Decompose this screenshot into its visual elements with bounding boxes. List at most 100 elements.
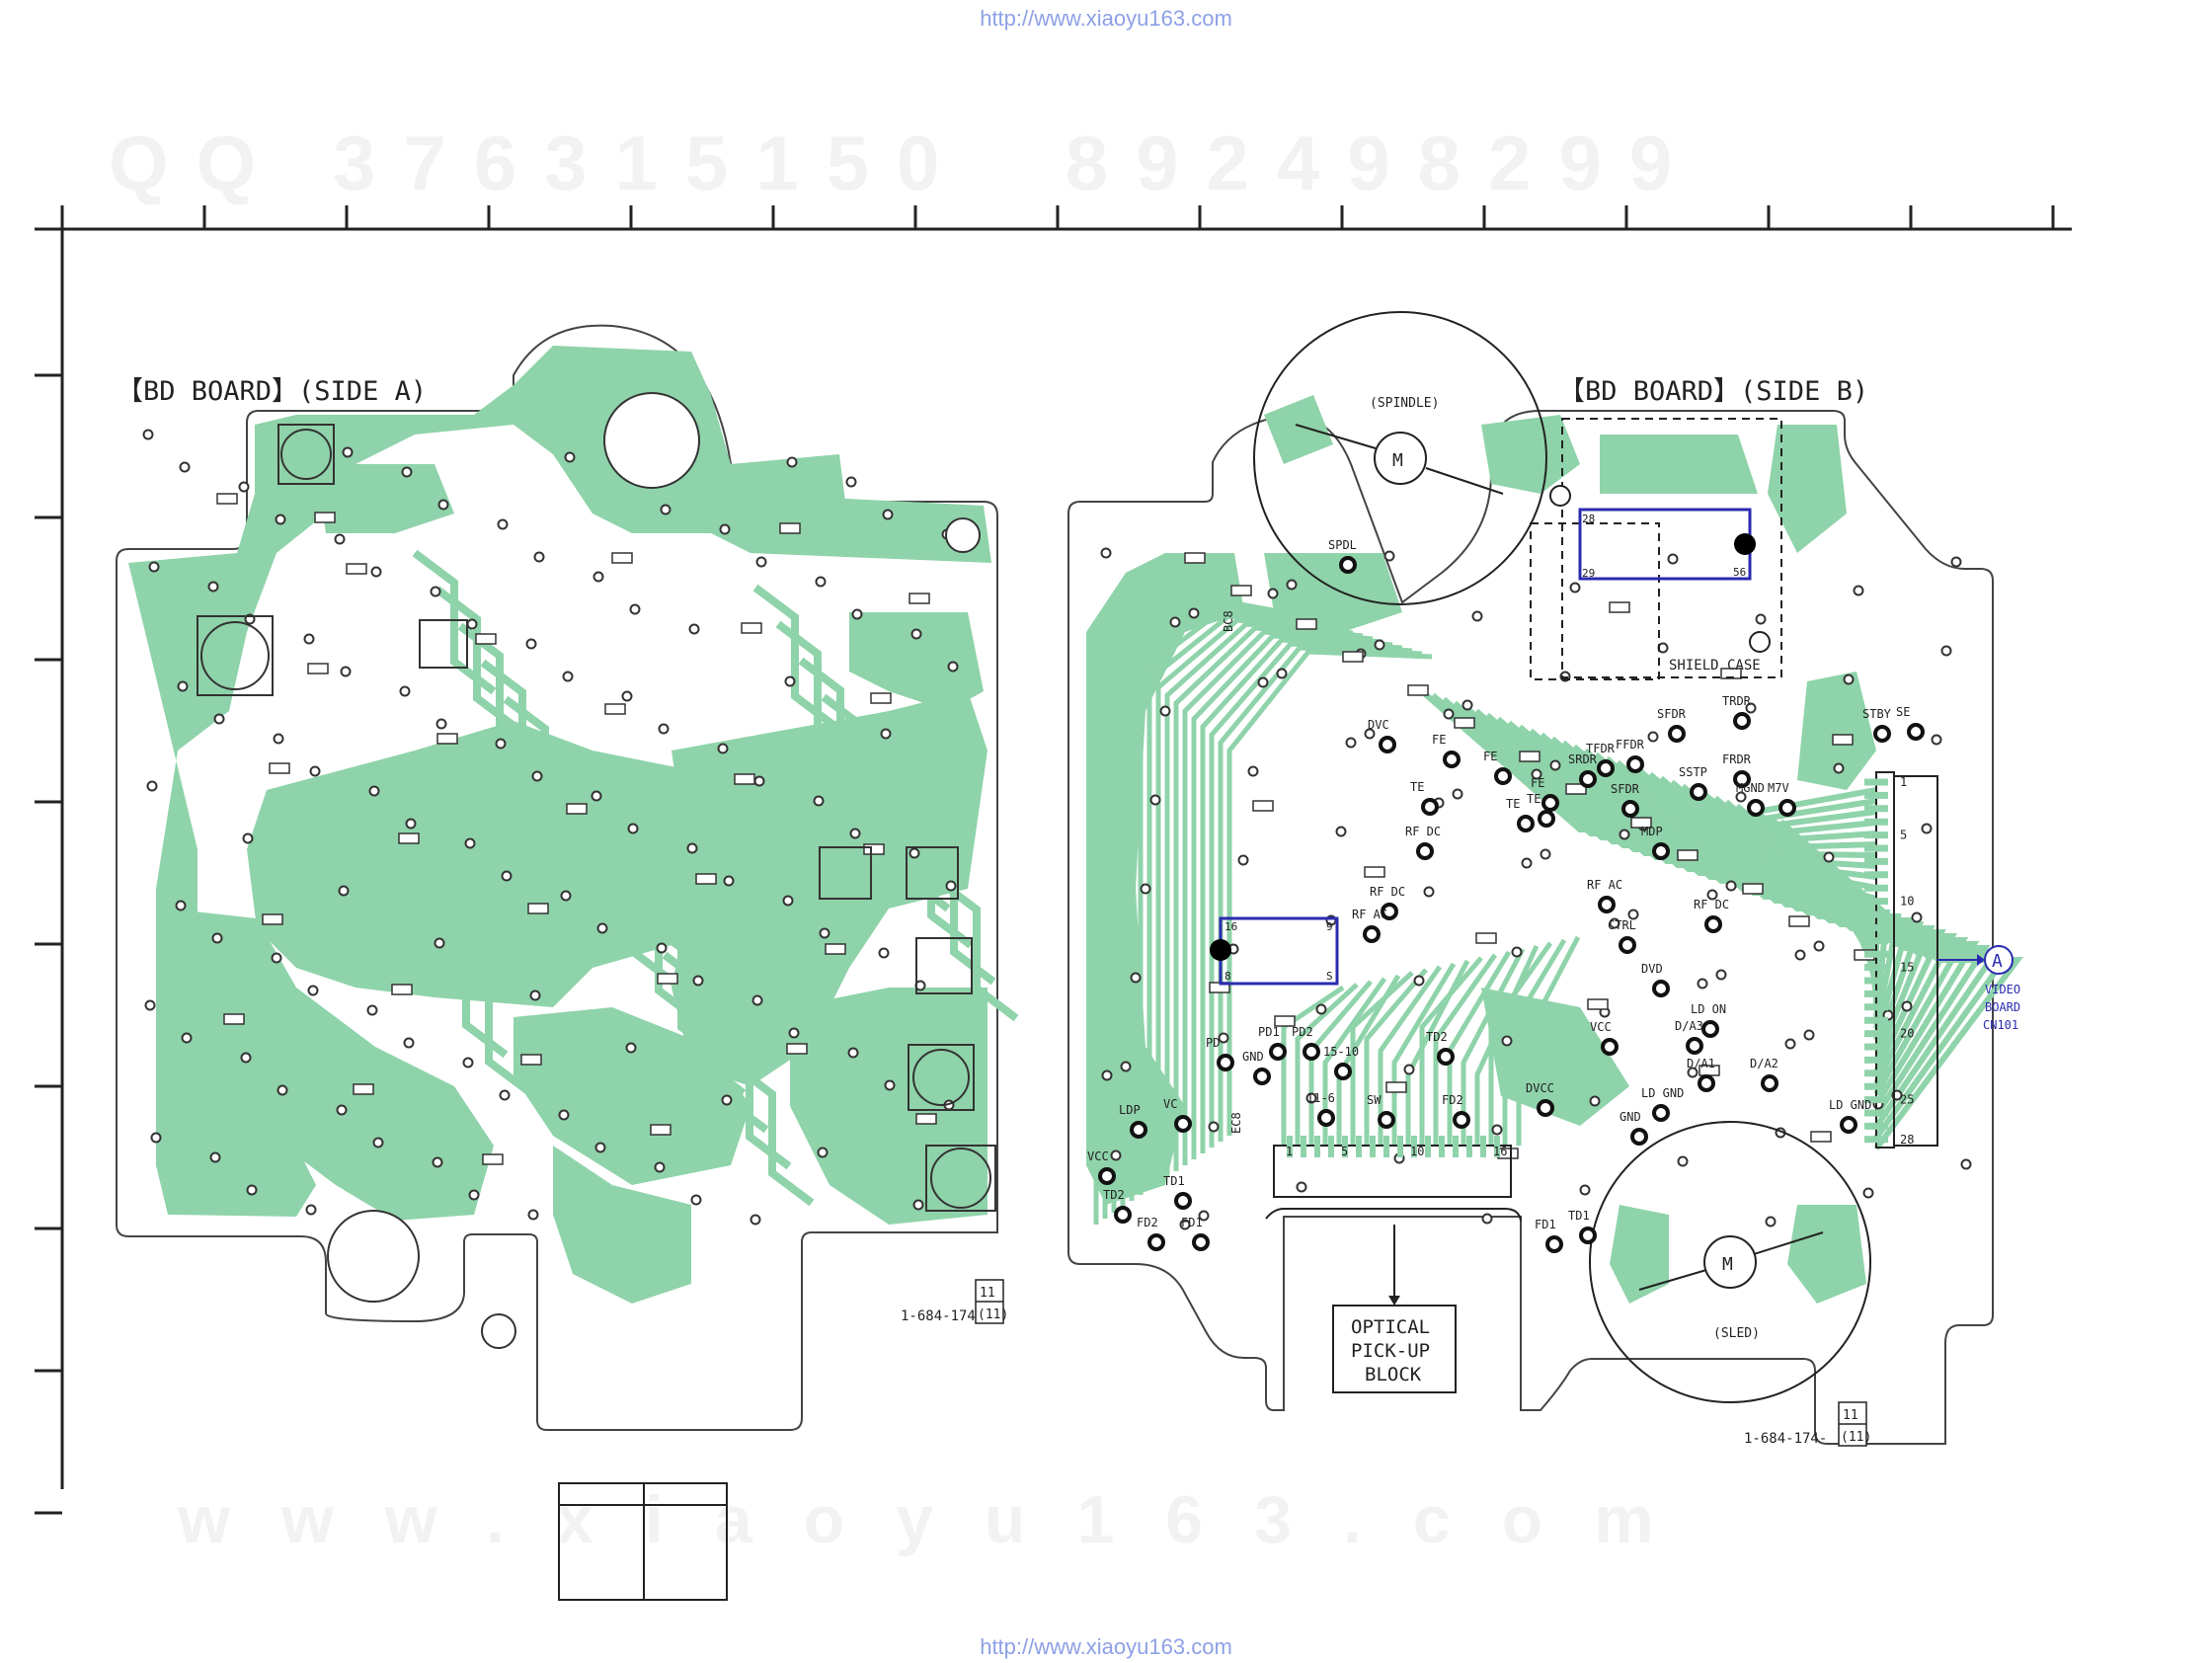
test-point-label: GND xyxy=(1620,1110,1641,1124)
test-point-label: FE xyxy=(1483,750,1497,763)
connector-ref-line-3: CN101 xyxy=(1983,1018,2018,1032)
connector-cn xyxy=(1875,771,1895,1148)
watermark-site: www.xiaoyu163.com xyxy=(178,1482,1705,1557)
test-point-label: RF AC xyxy=(1587,878,1622,892)
connector-pin-label: 25 xyxy=(1900,1093,1914,1107)
test-point-pad xyxy=(1686,1037,1703,1055)
test-point-pad xyxy=(1443,751,1461,768)
test-point-pad xyxy=(1334,1063,1352,1080)
test-point-pad xyxy=(1621,800,1639,818)
side-b-rev-bottom: (11) xyxy=(1841,1430,1871,1445)
test-point-pad xyxy=(1598,896,1616,913)
test-point-label: FD1 xyxy=(1535,1218,1556,1231)
test-point-label: PD2 xyxy=(1292,1025,1313,1039)
test-point-label: SW xyxy=(1367,1093,1382,1107)
side-a-part-no: 1-684-174- xyxy=(901,1308,984,1324)
ic-pin-28: 28 xyxy=(1582,513,1595,525)
test-point-label: LD GND xyxy=(1829,1098,1871,1112)
test-point-label: FE xyxy=(1432,733,1446,747)
test-point-label: RF DC xyxy=(1694,898,1729,911)
optical-line-1: OPTICAL xyxy=(1351,1316,1430,1338)
flex-pin-label: 1 xyxy=(1286,1145,1293,1158)
test-point-pad xyxy=(1630,1128,1648,1146)
vertical-label-bc8: BC8 xyxy=(1222,610,1235,632)
side-b-title: 【BD BOARD】(SIDE B) xyxy=(1558,376,1868,407)
test-point-label: VCC xyxy=(1590,1020,1612,1034)
test-point-label: PD xyxy=(1206,1036,1220,1050)
legend-table xyxy=(558,1482,728,1601)
flex-pin-label: 16 xyxy=(1493,1145,1507,1158)
test-point-label: STBY xyxy=(1862,707,1892,721)
test-point-pad xyxy=(1704,915,1722,933)
test-point-pad xyxy=(1379,736,1396,753)
test-point-pad xyxy=(1494,767,1512,785)
test-point-pad xyxy=(1437,1048,1455,1066)
test-point-pad xyxy=(1253,1068,1271,1085)
test-point-pad xyxy=(1517,815,1535,832)
test-point-label: FFDR xyxy=(1616,738,1645,752)
test-point-label: SFDR xyxy=(1611,782,1640,796)
test-point-pad xyxy=(1303,1043,1320,1061)
connector-pin-label: 5 xyxy=(1900,829,1907,842)
test-point-label: RF DC xyxy=(1405,825,1441,838)
test-point-label: SE xyxy=(1896,705,1910,719)
test-point-pad xyxy=(1453,1111,1470,1129)
test-point-pad xyxy=(1652,980,1670,997)
test-point-pad xyxy=(1538,810,1555,828)
optical-pickup-box xyxy=(1332,1305,1457,1393)
test-point-pad xyxy=(1733,712,1751,730)
side-a-rev-top: 11 xyxy=(980,1286,995,1301)
test-point-pad xyxy=(1619,936,1636,954)
test-point-label: FD1 xyxy=(1181,1216,1203,1229)
test-point-pad xyxy=(1174,1192,1192,1210)
test-point-pad xyxy=(1192,1233,1210,1251)
sled-motor-outline xyxy=(1589,1121,1871,1403)
test-point-label: RF DC xyxy=(1370,885,1405,899)
spindle-motor-symbol: M xyxy=(1392,450,1403,471)
ic-pin-29: 29 xyxy=(1582,567,1595,580)
flex-pin-label: 10 xyxy=(1410,1145,1424,1158)
spindle-motor-outline xyxy=(1253,311,1547,605)
test-point-label: TRDR xyxy=(1722,694,1752,708)
connector-pin-label: 1 xyxy=(1900,775,1907,789)
test-point-pad xyxy=(1907,723,1925,741)
sled-motor-symbol: M xyxy=(1722,1254,1733,1275)
test-point-pad xyxy=(1114,1206,1132,1224)
test-point-label: 11-6 xyxy=(1306,1091,1335,1105)
spindle-label: (SPINDLE) xyxy=(1370,396,1439,411)
test-point-label: DVCC xyxy=(1526,1081,1554,1095)
test-point-label: FRDR xyxy=(1722,752,1752,766)
side-b-part-no: 1-684-174- xyxy=(1744,1431,1827,1447)
connector-pin-label: 20 xyxy=(1900,1027,1914,1041)
small-ic-pin-16: 16 xyxy=(1224,920,1237,933)
test-point-label: FD2 xyxy=(1137,1216,1158,1229)
test-point-pad xyxy=(1317,1109,1335,1127)
test-point-pad xyxy=(1378,1111,1395,1129)
test-point-pad xyxy=(1690,783,1707,801)
shield-case-label: SHIELD CASE xyxy=(1669,658,1761,673)
footer-url[interactable]: http://www.xiaoyu163.com xyxy=(980,1634,1232,1659)
test-point-label: RF AC xyxy=(1352,908,1387,921)
test-point-label: VCC xyxy=(1087,1149,1109,1163)
small-ic-pin-9: 9 xyxy=(1326,920,1333,933)
test-point-pad xyxy=(1778,799,1796,817)
connector-ref-letter: A xyxy=(1992,951,2003,972)
test-point-label: LD GND xyxy=(1641,1086,1684,1100)
test-point-pad xyxy=(1541,794,1559,812)
test-point-pad xyxy=(1698,1074,1715,1092)
test-point-label: SFDR xyxy=(1657,707,1687,721)
test-point-label: TD1 xyxy=(1163,1174,1185,1188)
test-point-pad xyxy=(1733,770,1751,788)
test-point-label: MDP xyxy=(1641,825,1663,838)
test-point-pad xyxy=(1701,1020,1719,1038)
test-point-label: SPDL xyxy=(1328,538,1357,552)
test-point-pad xyxy=(1363,925,1381,943)
test-point-label: TE xyxy=(1506,797,1520,811)
test-point-pad xyxy=(1416,842,1434,860)
sled-label: (SLED) xyxy=(1713,1326,1760,1341)
header-url[interactable]: http://www.xiaoyu163.com xyxy=(980,6,1232,31)
test-point-pad xyxy=(1147,1233,1165,1251)
test-point-pad xyxy=(1098,1167,1116,1185)
connector-ref-circle[interactable] xyxy=(1984,945,2014,975)
test-point-label: TE xyxy=(1527,792,1540,806)
